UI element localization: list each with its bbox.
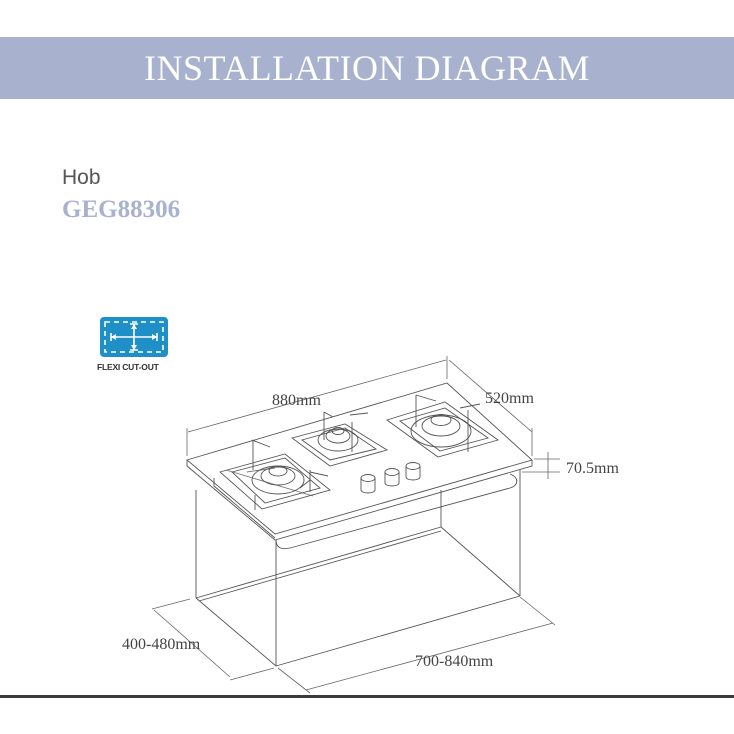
- dim-height: 70.5mm: [566, 460, 619, 477]
- dim-cutout-depth: 400-480mm: [122, 636, 201, 653]
- bottom-divider: [0, 695, 734, 698]
- flexi-cutout-icon: [100, 317, 168, 357]
- product-category: Hob: [62, 166, 101, 189]
- dim-depth: 520mm: [485, 390, 534, 407]
- dimension-lines: [151, 356, 560, 694]
- dim-cutout-width: 700-840mm: [415, 653, 494, 670]
- burner-grate-right: [386, 394, 500, 458]
- hob-body: [186, 382, 533, 550]
- cabinet-cutout: [195, 470, 521, 667]
- title-banner: INSTALLATION DIAGRAM: [0, 37, 734, 99]
- control-knobs: [360, 462, 421, 494]
- flexi-cutout-label: FLEXI CUT-OUT: [97, 362, 159, 372]
- page-title: INSTALLATION DIAGRAM: [143, 48, 591, 88]
- product-model: GEG88306: [62, 196, 181, 223]
- burner-grate-left: [219, 439, 331, 510]
- burner-grate-middle: [290, 411, 389, 467]
- dim-width: 880mm: [272, 392, 321, 409]
